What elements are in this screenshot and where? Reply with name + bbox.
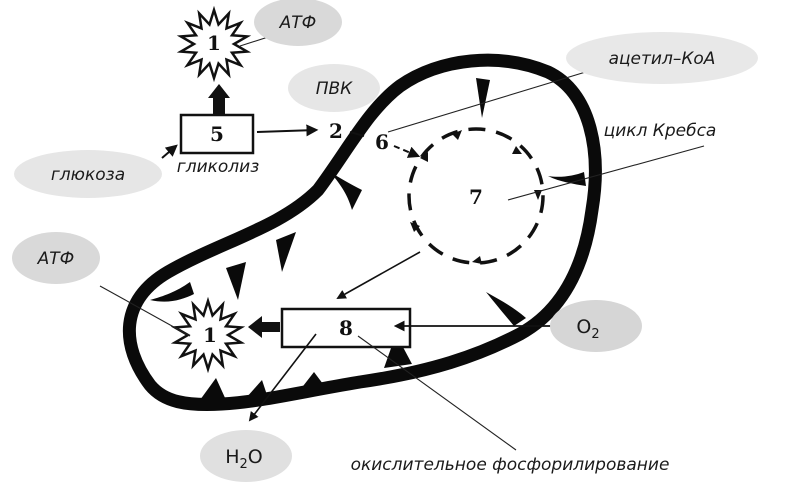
glucose-label: глюкоза — [51, 165, 125, 185]
acetyl-coa-label: ацетил–КоА — [609, 49, 716, 69]
pvk-bubble — [288, 64, 380, 112]
glycolysis-box — [179, 113, 255, 155]
krebs-center-number: 7 — [469, 185, 483, 209]
atp-star-bottom — [170, 296, 246, 374]
acetyl-entry-number: 6 — [375, 130, 389, 154]
pyruvate-to-acetyl-arrow — [349, 131, 365, 137]
oxygen-bubble — [550, 300, 642, 352]
oxphos-to-atp-arrowhead — [248, 316, 262, 338]
atp-star-top-number: 1 — [207, 31, 221, 55]
water-label: H2O — [225, 446, 263, 472]
oxygen-label: O2 — [576, 316, 599, 342]
pointer-lines — [99, 29, 705, 451]
oxphos-to-water-arrow — [248, 333, 317, 422]
atp-left-bubble — [12, 232, 100, 284]
pyruvate-number: 2 — [329, 119, 343, 143]
oxphos-box — [280, 307, 412, 349]
oxidative-phosphorylation-label: окислительное фосфорилирование — [351, 455, 670, 475]
atp-top-bubble — [254, 0, 342, 46]
acetyl-coa-bubble — [566, 32, 758, 84]
arrows — [161, 84, 552, 422]
glycolysis-to-pyruvate-arrow — [256, 124, 319, 137]
water-bubble — [200, 430, 292, 482]
oxphos-box-number: 8 — [339, 316, 353, 340]
oxphos-to-atp-arrow — [262, 322, 280, 332]
glycolysis-to-atp-arrowhead — [208, 84, 230, 98]
krebs-to-oxphos-arrow — [336, 251, 421, 299]
glucose-to-glycolysis-arrow — [161, 144, 178, 159]
glycolysis-label: гликолиз — [177, 157, 259, 177]
atp-left-label: АТФ — [37, 249, 75, 269]
atp-star-bottom-number: 1 — [203, 323, 217, 347]
krebs-cycle-circle — [407, 127, 545, 265]
glycolysis-box-number: 5 — [210, 122, 224, 146]
acetyl-to-krebs-arrow — [393, 145, 421, 158]
atp-top-label: АТФ — [279, 13, 317, 33]
pvk-label: ПВК — [316, 79, 353, 99]
glycolysis-to-atp-arrow — [213, 98, 225, 114]
krebs-cycle-label: цикл Кребса — [604, 121, 717, 141]
atp-star-top — [176, 5, 252, 83]
glucose-bubble — [14, 150, 162, 198]
